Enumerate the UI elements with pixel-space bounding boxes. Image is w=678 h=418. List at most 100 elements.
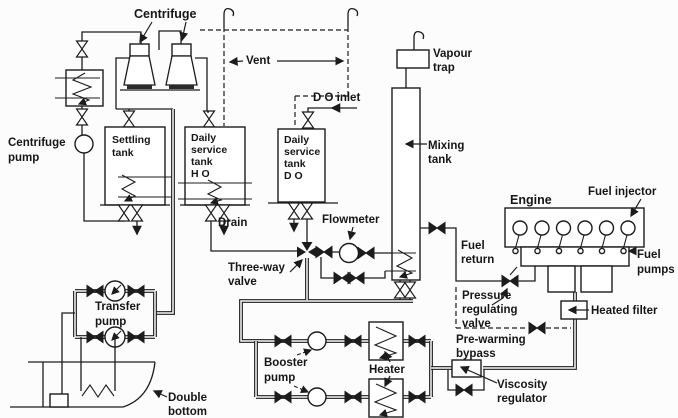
pointer-arrow [228,56,244,66]
pointer-arrow [384,375,393,388]
suction-pipe [61,312,75,394]
vent-group: Vent [200,7,359,128]
pointer-arrow [347,226,357,241]
double-bottom-group: Double bottom [10,337,210,418]
centrifuge-2-top [171,43,192,57]
fuel-pumps-label: Fuel pumps [637,249,675,276]
fuel-return-group: Fuel return Pressure regulating valve Pr… [420,222,571,360]
three-way-valve-icon [297,242,317,258]
heating-coil-icon [206,179,223,205]
pump-needle-icon [111,284,122,295]
fuel-pump-icon [512,247,519,255]
pre-warming-bypass-label: Pre-warming bypass [456,334,529,360]
fuel-pump-icon [598,247,606,255]
fuel-injector-label: Fuel injector [588,186,657,198]
vapour-trap [396,49,430,69]
mixing-tank-group: Vapour trap Mixing tank [385,30,475,281]
fuel-pump-icon [620,247,627,255]
centrifuge-supply-group: Centrifuge [55,7,208,222]
fuel-pump-icon [534,247,541,255]
settling-tank [104,126,166,206]
bilge-curve [122,361,156,408]
daily-service-tank-do [277,128,326,203]
pointer-arrow [296,348,313,357]
pipe [307,107,334,112]
viscosity-regulator-group: Viscosity regulator [447,359,551,405]
heated-filter-group: Heated filter [483,292,658,370]
fuel-injector-icon [598,220,615,236]
pointer-arrow [152,390,168,399]
daily-service-tank-do-label: Daily service tank D O [284,134,323,182]
vent-hook-icon [223,7,235,27]
pointer-arrow [630,198,642,218]
fuel-return-pipe [420,227,536,282]
valve-stem [509,266,518,276]
centrifuge-pump-label: Centrifuge pump [8,137,69,164]
pipe [83,153,124,222]
centrifuge-label: Centrifuge [134,7,197,21]
pump-needle-icon [111,330,122,341]
daily-service-tank-do-group: D O inlet Daily service tank D O Drain [218,92,360,243]
centrifuge-2-base [169,85,194,89]
heating-coil-icon [81,384,115,398]
fuel-injector-icon [577,220,593,236]
fuel-injector-icon [512,220,528,236]
pointer-arrow [179,21,189,42]
booster-pump-label: Booster pump [264,357,311,384]
vent-line-dashed [294,27,349,128]
transfer-pump-label: Transfer pump [95,301,144,328]
pipe [115,57,130,109]
flowmeter-bypass-pipe [320,257,386,279]
viscosity-regulator-label: Viscosity regulator [497,379,551,405]
vent-label: Vent [246,55,270,67]
daily-service-tank-ho-group: Daily service tank H O [178,110,298,252]
centrifuge-pump-icon [74,134,94,154]
flowmeter-icon [338,242,360,264]
pointer-arrow [289,259,303,273]
pointer-arrow [139,21,153,44]
fuel-injector-icon [620,220,636,236]
heating-coil-icon [395,249,414,279]
fuel-pump-icon [555,247,563,255]
vapour-trap-label: Vapour trap [433,48,475,74]
heated-filter-label: Heated filter [591,305,658,317]
pointer-arrow [293,385,310,394]
drain-label: Drain [218,217,247,229]
booster-pump-icon [307,331,327,351]
booster-pump-icon [307,387,327,407]
fuel-injector-icon [555,220,572,236]
pointer-arrow [384,350,393,363]
do-inlet-label: D O inlet [313,92,360,104]
mixing-tank [391,87,421,281]
three-way-valve-label: Three-way valve [228,262,288,288]
centrifuge-1-base [127,85,152,89]
settling-tank-label: Settling tank [112,134,153,159]
manifold-leg-pipe [547,265,576,293]
heating-coil-icon [120,174,137,202]
fuel-return-label: Fuel return [461,240,494,266]
heating-coil-icon [373,383,398,417]
pointer-arrow [491,287,509,306]
daily-service-tank-ho-label: Daily service tank H O [191,132,230,180]
pointer-arrow [459,365,498,384]
engine-label: Engine [510,193,552,207]
fuel-pump-icon [577,247,584,255]
centrifuge-1-top [129,43,150,57]
mixing-tank-label: Mixing tank [428,140,468,166]
injector-links [514,234,628,249]
pipe [210,221,298,252]
fuel-injector-icon [534,220,550,236]
fuel-injectors [512,220,636,255]
settling-tank-group: Settling tank [100,109,172,236]
centrifuge-2-body [165,55,198,86]
booster-circuit-group: Booster pump Heater [239,258,452,418]
fuel-selection-group: Flowmeter Three-way valve [228,214,392,288]
vent-hook-icon [347,7,359,27]
double-bottom-label: Double bottom [168,392,210,418]
flowmeter-label: Flowmeter [322,214,380,226]
centrifuge-heater-box [65,69,104,107]
centrifuge-1-body [123,55,156,86]
transfer-pump-group: Transfer pump [61,109,175,394]
